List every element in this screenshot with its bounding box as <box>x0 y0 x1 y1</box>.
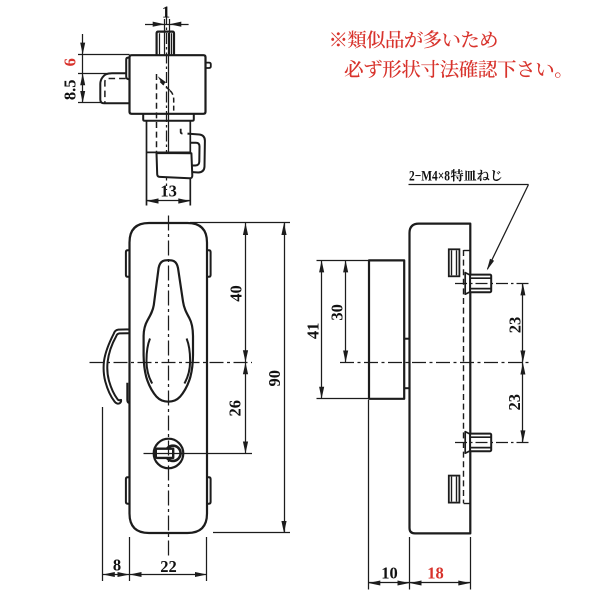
svg-text:2−M4×8: 2−M4×8 <box>409 169 450 185</box>
svg-text:23: 23 <box>505 317 524 334</box>
svg-text:18: 18 <box>427 564 444 583</box>
svg-text:1: 1 <box>162 2 170 21</box>
svg-text:41: 41 <box>304 323 323 340</box>
svg-text:22: 22 <box>160 557 177 576</box>
svg-text:30: 30 <box>328 304 347 321</box>
svg-text:10: 10 <box>381 564 398 583</box>
svg-text:8: 8 <box>113 556 121 575</box>
svg-text:23: 23 <box>505 394 524 411</box>
svg-text:6: 6 <box>61 58 80 66</box>
svg-text:13: 13 <box>160 182 177 201</box>
svg-text:26: 26 <box>225 400 244 417</box>
svg-text:40: 40 <box>227 285 246 302</box>
svg-text:8.5: 8.5 <box>61 79 80 100</box>
svg-text:90: 90 <box>265 370 284 387</box>
